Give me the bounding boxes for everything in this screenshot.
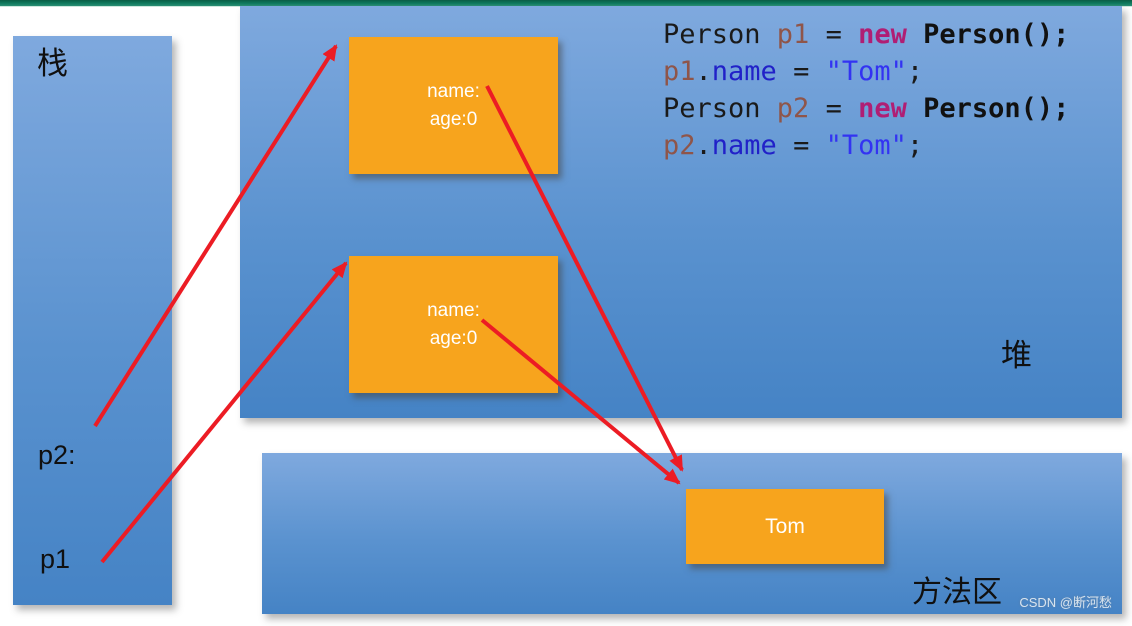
heap-panel: name: age:0 name: age:0 Person p1 = new … bbox=[240, 6, 1122, 418]
heap-label: 堆 bbox=[1001, 338, 1032, 373]
method-area-panel: Tom 方法区 CSDN @断河愁 bbox=[262, 453, 1122, 614]
heap-object-1-name-field: name: bbox=[427, 80, 480, 102]
watermark: CSDN @断河愁 bbox=[1019, 595, 1112, 610]
code-line: p2.name = "Tom"; bbox=[663, 130, 924, 161]
method-area-label: 方法区 bbox=[912, 576, 1002, 609]
stack-label: 栈 bbox=[37, 46, 68, 81]
code-line: Person p1 = new Person(); bbox=[663, 19, 1070, 50]
stack-panel: 栈 p2: p1 bbox=[13, 36, 172, 605]
code-block: Person p1 = new Person(); p1.name = "Tom"… bbox=[663, 16, 1069, 164]
heap-object-1-age-field: age:0 bbox=[429, 108, 478, 130]
tom-constant-label: Tom bbox=[765, 514, 805, 538]
heap-object-2-name-field: name: bbox=[427, 299, 480, 321]
code-line: Person p2 = new Person(); bbox=[663, 93, 1070, 124]
stack-var-p1: p1 bbox=[40, 544, 71, 574]
heap-object-2: name: age:0 bbox=[349, 256, 558, 393]
heap-object-2-age-field: age:0 bbox=[429, 327, 478, 349]
code-line: p1.name = "Tom"; bbox=[663, 56, 924, 87]
method-area-tom-constant: Tom bbox=[686, 489, 884, 564]
stack-var-p2: p2: bbox=[38, 440, 76, 470]
heap-object-1: name: age:0 bbox=[349, 37, 558, 174]
